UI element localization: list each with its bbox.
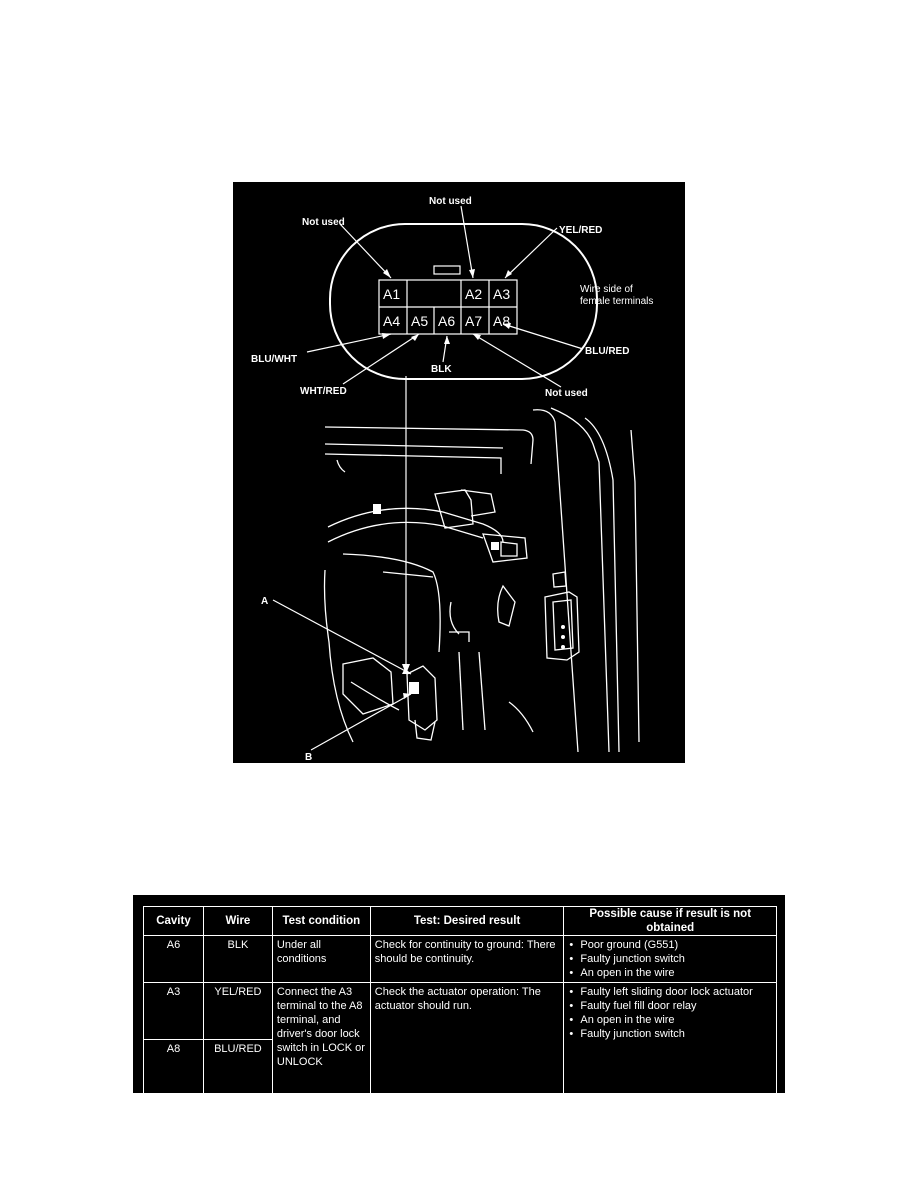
table-row: A8 BLU/RED [143, 1039, 777, 1095]
test-table-panel: Cavity Wire Test condition Test: Desired… [133, 895, 785, 1095]
harness-detail [373, 504, 565, 694]
connector-illustration: A1 A2 A3 A4 A5 A6 A7 A8 Wire side of fem… [233, 182, 685, 763]
leader-lines [272, 205, 584, 751]
cause-item: Faulty fuel fill door relay [568, 999, 772, 1013]
callout-a: A [261, 596, 268, 607]
label-not-used-left: Not used [302, 217, 345, 228]
header-possible-cause: Possible cause if result is not obtained [563, 906, 777, 936]
cause-item: Poor ground (G551) [568, 938, 772, 952]
label-blk: BLK [431, 364, 452, 375]
cell-condition: Under all conditions [271, 935, 371, 983]
cell-cavity: A6 [143, 935, 204, 983]
cell-result: Check the actuator operation: The actuat… [369, 982, 565, 1095]
table-row: A6 BLK Under all conditions Check for co… [143, 935, 777, 983]
cavity-a4: A4 [383, 313, 400, 329]
cause-item: Faulty left sliding door lock actuator [568, 985, 772, 999]
header-cavity: Cavity [143, 906, 204, 936]
side-note-line1: Wire side of [580, 284, 633, 295]
label-blu-wht: BLU/WHT [251, 354, 297, 365]
label-yel-red: YEL/RED [559, 225, 602, 236]
cell-wire: BLK [202, 935, 273, 983]
cavity-grid [378, 279, 518, 335]
cell-cavity: A8 [143, 1039, 204, 1095]
cell-causes: Poor ground (G551) Faulty junction switc… [563, 935, 777, 983]
cavity-a3: A3 [493, 286, 510, 302]
connector-latch [433, 265, 461, 275]
label-blu-red: BLU/RED [585, 346, 629, 357]
cause-item: Faulty junction switch [568, 1027, 772, 1041]
cell-wire: BLU/RED [202, 1039, 273, 1095]
connector-diagram: A1 A2 A3 A4 A5 A6 A7 A8 Wire side of fem… [251, 196, 653, 763]
test-table: Cavity Wire Test condition Test: Desired… [143, 906, 777, 1095]
side-note-line2: female terminals [580, 296, 653, 307]
cell-wire: YEL/RED [202, 982, 273, 1040]
cavity-a5: A5 [411, 313, 428, 329]
table-row: A3 YEL/RED Connect the A3 terminal to th… [143, 982, 777, 1095]
vehicle-body-drawing [323, 407, 640, 753]
leader-arrowheads [382, 269, 512, 699]
cause-item: An open in the wire [568, 1013, 772, 1027]
cell-cavity: A3 [143, 982, 204, 1040]
header-desired-result: Test: Desired result [369, 906, 565, 936]
table-header-row: Cavity Wire Test condition Test: Desired… [143, 906, 777, 936]
header-test-condition: Test condition [271, 906, 371, 936]
header-wire: Wire [202, 906, 273, 936]
cavity-a6: A6 [438, 313, 455, 329]
connector-housing-outline [329, 223, 598, 380]
cell-result: Check for continuity to ground: There sh… [369, 935, 565, 983]
label-not-used-top: Not used [429, 196, 472, 207]
callout-b: B [305, 752, 312, 763]
cause-item: Faulty junction switch [568, 952, 772, 966]
cause-item: An open in the wire [568, 966, 772, 980]
label-not-used-bottom: Not used [545, 388, 588, 399]
cavity-a7: A7 [465, 313, 482, 329]
cavity-a2: A2 [465, 286, 482, 302]
cell-causes: Faulty left sliding door lock actuator F… [563, 982, 777, 1095]
cell-condition: Connect the A3 terminal to the A8 termin… [271, 982, 371, 1095]
label-wht-red: WHT/RED [300, 386, 347, 397]
cavity-a1: A1 [383, 286, 400, 302]
